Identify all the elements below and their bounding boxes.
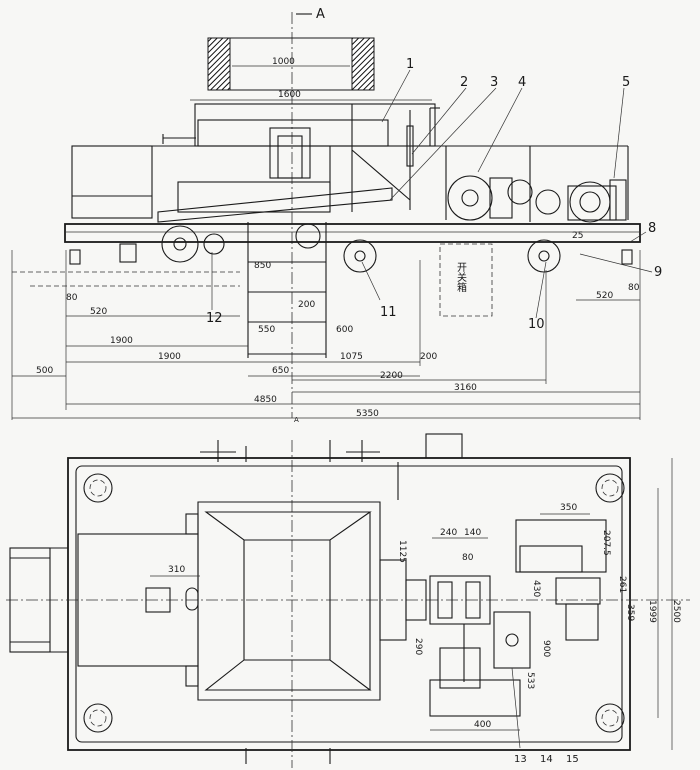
switch-box: 开关箱 [439, 243, 493, 317]
dim-1000: 1000 [272, 57, 295, 67]
dim-1999: 1999 [647, 600, 657, 623]
dim-1600: 1600 [278, 90, 301, 100]
dim-550: 550 [258, 325, 275, 335]
anchor-bolt-holes [83, 473, 625, 733]
front-dimension-lines: 80 520 1900 1900 1075 200 500 650 2200 3… [11, 231, 641, 420]
dim-25: 25 [572, 231, 583, 241]
dim-500: 500 [36, 366, 53, 376]
switch-box-label: 开关箱 [455, 262, 467, 293]
dim-520a: 520 [90, 307, 107, 317]
dim-400: 400 [474, 720, 491, 730]
part-callouts-plan: 13 14 15 [511, 667, 579, 765]
callout-15: 15 [566, 754, 579, 765]
dim-1900a: 1900 [110, 336, 133, 346]
upper-housing [162, 103, 436, 212]
dim-850: 850 [254, 261, 271, 271]
dim-520b: 520 [596, 291, 613, 301]
dim-140: 140 [464, 528, 481, 538]
dim-350: 350 [560, 503, 577, 513]
dim-3160: 3160 [454, 383, 477, 393]
plan-view: 310 1125 240 140 80 290 350 207.5 [6, 433, 690, 768]
dim-1075: 1075 [340, 352, 363, 362]
front-elevation-view: A A 1000 1600 [11, 7, 662, 424]
dim-2500: 2500 [671, 600, 681, 623]
main-frame [64, 107, 641, 243]
dim-650: 650 [272, 366, 289, 376]
dim-900: 900 [541, 640, 551, 657]
adjustment-handwheels [200, 433, 463, 764]
reducer-gearboxes: 350 207.5 430 261 359 1999 2500 [515, 458, 681, 750]
dim-4850: 4850 [254, 395, 277, 405]
dim-207_5: 207.5 [601, 530, 611, 556]
callout-13: 13 [514, 754, 527, 765]
wheels [69, 223, 633, 273]
callout-5: 5 [622, 75, 630, 90]
callout-12: 12 [206, 311, 223, 326]
callout-14: 14 [540, 754, 553, 765]
callout-4: 4 [518, 75, 526, 90]
dim-80a: 80 [66, 293, 78, 303]
callout-1: 1 [406, 57, 414, 72]
dim-2200: 2200 [380, 371, 403, 381]
dim-240: 240 [440, 528, 457, 538]
dim-430: 430 [531, 580, 541, 597]
dim-533: 533 [525, 672, 535, 689]
dim-359: 359 [625, 604, 635, 621]
dim-1125: 1125 [397, 540, 407, 563]
access-ladder: 850 200 550 600 [247, 222, 353, 358]
feed-hopper: 1000 [207, 37, 375, 91]
dim-1900b: 1900 [158, 352, 181, 362]
callout-3: 3 [490, 75, 498, 90]
dim-80b: 80 [628, 283, 640, 293]
callout-11: 11 [380, 305, 397, 320]
dim-80: 80 [462, 553, 474, 563]
part-callouts-front: 1 2 3 4 5 8 9 10 11 12 [206, 57, 662, 332]
drive-unit [447, 175, 627, 223]
inlet-chute [9, 547, 68, 653]
dim-5350: 5350 [356, 409, 379, 419]
section-label-a-bottom: A [294, 416, 299, 424]
drive-motor: 900 533 400 [429, 611, 551, 731]
callout-9: 9 [654, 265, 662, 280]
shaft-bearings: 1125 240 140 80 290 [397, 462, 491, 682]
callout-2: 2 [460, 75, 468, 90]
dim-200b: 200 [420, 352, 437, 362]
callout-10: 10 [528, 317, 545, 332]
callout-8: 8 [648, 221, 656, 236]
hopper-plan: 310 [77, 501, 427, 701]
section-label-a: A [316, 7, 325, 22]
dim-290: 290 [413, 638, 423, 655]
dim-310: 310 [168, 565, 185, 575]
dim-200a: 200 [298, 300, 315, 310]
dim-261: 261 [617, 576, 627, 593]
dim-600: 600 [336, 325, 353, 335]
